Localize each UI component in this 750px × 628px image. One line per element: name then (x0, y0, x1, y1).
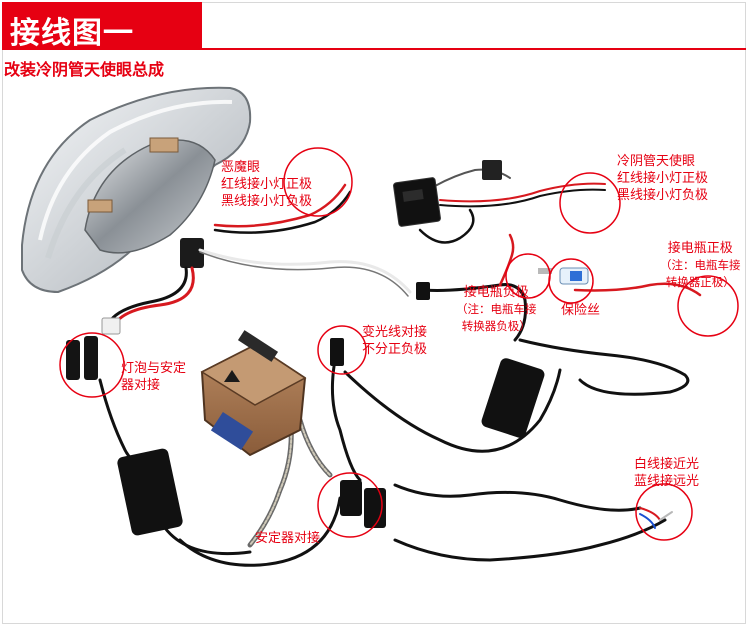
ballast-connectors (330, 282, 430, 528)
label-line: 冷阴管天使眼 (617, 154, 696, 169)
callout-circle-bulb-ballast (59, 332, 125, 398)
callout-circle-white-blue (635, 483, 693, 541)
label-line: 白线接近光 (634, 457, 700, 472)
ballast-unit (200, 330, 307, 457)
bulb-connector-left (66, 317, 121, 380)
label-angel-eye: 冷阴管天使眼 红线接小灯正极 黑线接小灯负极 (617, 153, 708, 204)
angel-eye-inverter (393, 177, 441, 227)
label-line: 不分正负极 (362, 342, 428, 357)
callout-circle-ballast-connect (317, 472, 383, 538)
terminal-lug (538, 268, 552, 274)
callout-circle-fuse (548, 258, 594, 304)
label-line: 灯泡与安定 (121, 361, 187, 376)
label-line: 转换器负极） (461, 319, 531, 333)
callout-circle-demon-eye (283, 147, 353, 217)
label-battery-positive: 接电瓶正极 （注：电瓶车接 转换器正极） (660, 240, 741, 291)
label-fuse: 保险丝 (561, 303, 601, 318)
label-line: 器对接 (121, 378, 161, 393)
label-line: 接电瓶正极 (667, 241, 733, 256)
label-white-blue-wire: 白线接近光 蓝线接远光 (634, 456, 699, 490)
diagram-title: 接线图一 (10, 16, 134, 51)
callout-circle-battery-positive (677, 275, 739, 337)
label-line: 接电瓶负极 (463, 285, 529, 300)
label-line: 红线接小灯正极 (617, 171, 709, 186)
label-bulb-ballast: 灯泡与安定 器对接 (121, 360, 186, 394)
headlight-assembly (21, 86, 252, 294)
label-line: 恶魔眼 (221, 160, 261, 175)
diagram-subtitle: 改装冷阴管天使眼总成 (4, 60, 165, 79)
label-line: 蓝线接远光 (634, 474, 700, 489)
fuse-holder (559, 267, 589, 285)
inverter-connector (482, 160, 502, 180)
label-battery-negative: 接电瓶负极 （注：电瓶车接 转换器负极） (456, 284, 537, 335)
label-line: 红线接小灯正极 (221, 177, 313, 192)
label-line: 黑线接小灯负极 (617, 188, 709, 203)
title-underline (2, 48, 746, 50)
label-line: （注：电瓶车接 (456, 302, 537, 316)
relay-box-right (481, 358, 545, 438)
label-line: 黑线接小灯负极 (221, 194, 313, 209)
label-line: 转换器正极） (665, 275, 735, 289)
callout-circle-dimmer (317, 325, 367, 375)
label-dimmer-wire: 变光线对接 不分正负极 (362, 324, 427, 358)
title-bar: 接线图一 (2, 2, 202, 51)
wiring (98, 168, 702, 567)
relay-box-left (117, 448, 183, 536)
label-line: （注：电瓶车接 (660, 258, 741, 272)
label-line: 变光线对接 (362, 325, 428, 340)
annotation-circles (59, 147, 739, 541)
label-demon-eye: 恶魔眼 红线接小灯正极 黑线接小灯负极 (221, 159, 312, 210)
label-ballast-connect: 安定器对接 (255, 531, 321, 546)
callout-circle-angel-eye (559, 172, 621, 234)
